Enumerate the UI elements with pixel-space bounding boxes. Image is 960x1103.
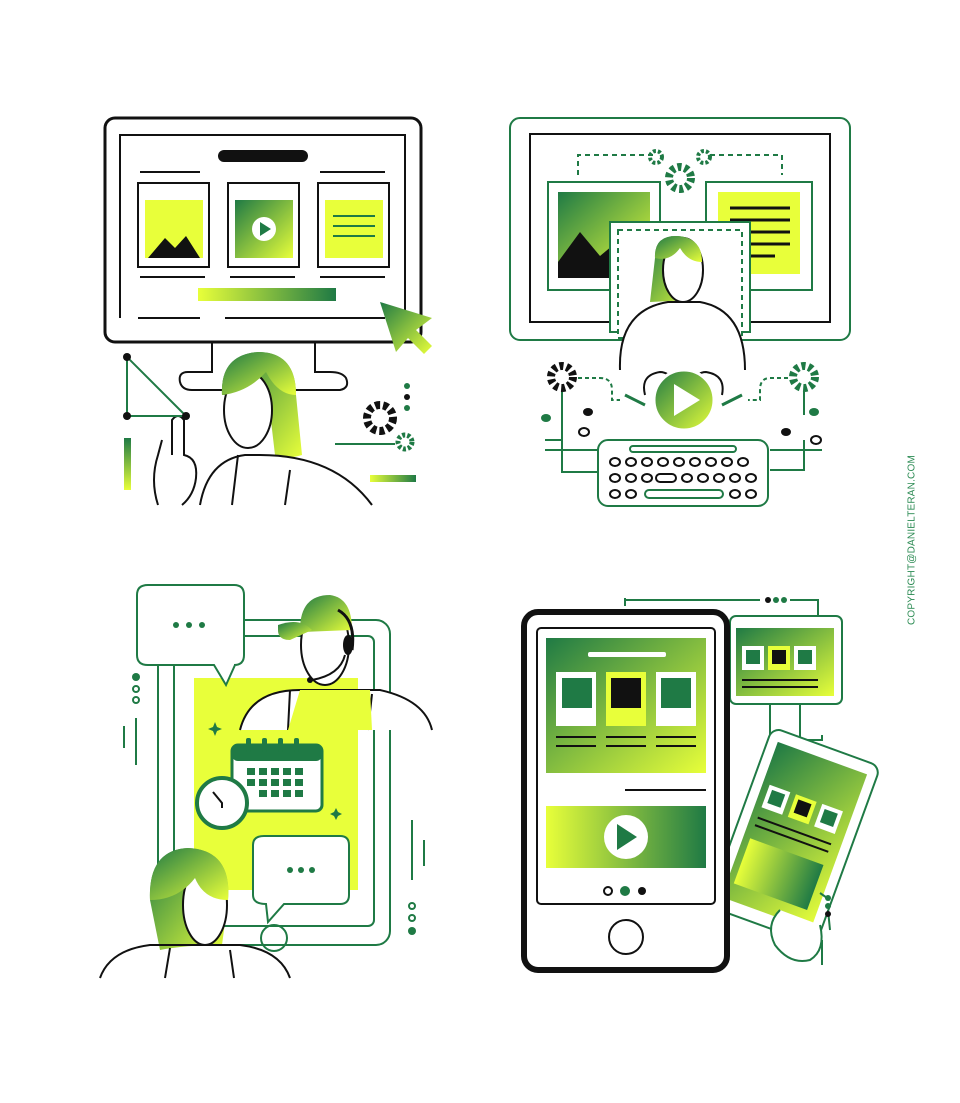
monitor-icon: [103, 116, 423, 344]
progress-bar: [198, 288, 336, 301]
gear-icon: [665, 163, 695, 193]
play-icon: [617, 824, 637, 850]
copyright-text: COPYRIGHT@DANIELTERAN.COM: [906, 455, 918, 625]
panel-web-design: [103, 116, 432, 506]
gear-icon: [395, 432, 415, 452]
chat-bubble-icon: [136, 584, 245, 688]
website-header-bar: [218, 150, 308, 162]
clock-icon: [195, 776, 249, 830]
gear-icon: [363, 401, 397, 435]
image-icon: [137, 182, 210, 268]
cursor-icon: [380, 302, 432, 354]
panel-responsive: [521, 597, 879, 973]
keyboard-icon: [597, 439, 769, 507]
tablet-icon: [709, 729, 879, 944]
video-card: [227, 182, 300, 268]
panel-support: [99, 584, 433, 979]
text-card: [317, 182, 390, 268]
smartphone-icon: [521, 609, 730, 973]
gear-icon: [547, 362, 577, 392]
home-button[interactable]: [608, 919, 644, 955]
copyright-label: COPYRIGHT@DANIELTERAN.COM: [902, 445, 922, 635]
chat-bubble-icon: [252, 835, 350, 925]
headset-icon: [307, 608, 355, 683]
gear-icon: [789, 362, 819, 392]
play-icon: [674, 384, 700, 416]
panel-video-creator: [509, 117, 851, 507]
